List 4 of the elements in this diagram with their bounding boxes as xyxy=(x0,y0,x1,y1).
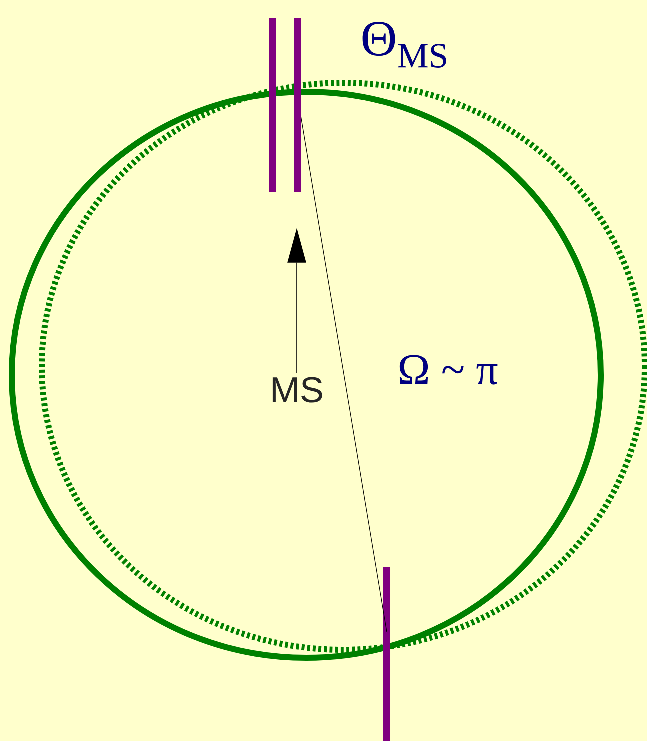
math-label: Θ$_{MS}$ xyxy=(362,22,446,68)
math-label: Ω ~ π xyxy=(400,355,498,385)
double-bar xyxy=(270,18,302,192)
node-label: MS xyxy=(272,377,322,403)
